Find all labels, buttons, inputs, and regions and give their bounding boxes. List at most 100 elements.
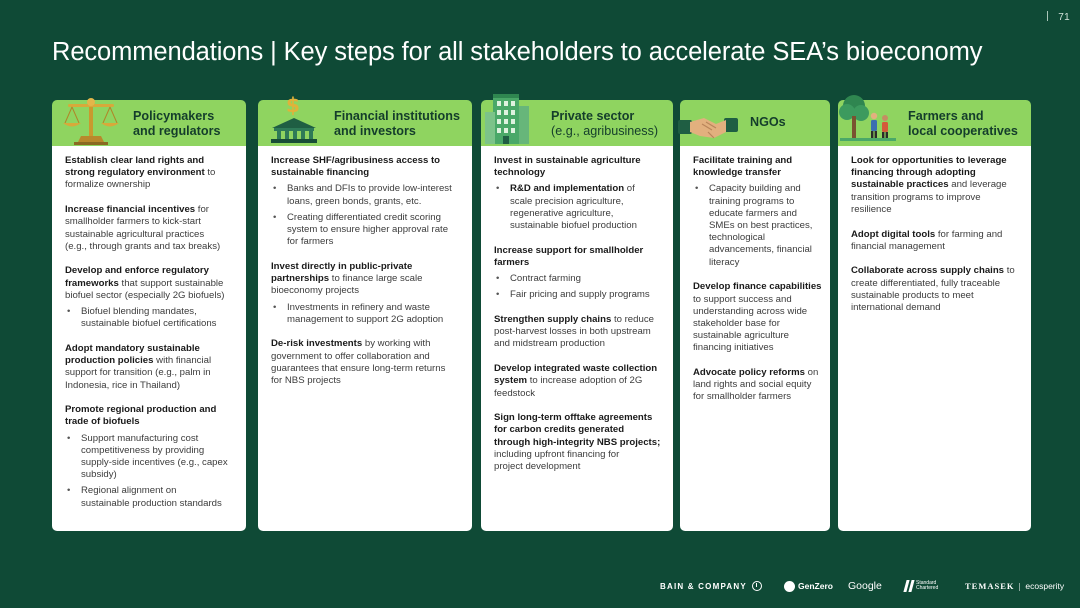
bold-text: knowledge transfer xyxy=(693,167,781,179)
text-line: land rights and social equity xyxy=(693,379,820,391)
text-line: production policies with financial xyxy=(65,355,236,367)
bullet-line: Creating differentiated credit scoring xyxy=(287,211,441,223)
regular-text: bioeconomy projects xyxy=(271,285,359,297)
text-line: guarantees that ensure long-term returns xyxy=(271,363,462,375)
text-line: trade of biofuels xyxy=(65,416,236,428)
regular-text: sustainable products to meet xyxy=(851,289,974,301)
regular-text: to finance large scale xyxy=(329,273,423,285)
bain-logo: BAIN & COMPANY xyxy=(660,576,762,596)
text-line: create differentiated, fully traceable xyxy=(851,278,1021,290)
bold-text: frameworks xyxy=(65,277,119,289)
regular-text: government to offer collaboration and xyxy=(271,350,430,362)
google-logo: Google xyxy=(848,580,882,592)
text-line: Establish clear land rights and xyxy=(65,155,236,167)
bullet-line: Capacity building and xyxy=(709,183,801,195)
text-line: (e.g., through grants and tax breaks) xyxy=(65,241,236,253)
header-line: Policymakers xyxy=(133,109,215,123)
bold-text: technology xyxy=(494,167,546,179)
text-line: Adopt digital tools for farming and xyxy=(851,229,1021,241)
text-line: government to offer collaboration and xyxy=(271,351,462,363)
regular-text: financial management xyxy=(851,240,945,252)
bullet-line: sustainable production standards xyxy=(81,497,222,509)
handshake-icon xyxy=(678,108,738,147)
bold-text: Promote regional production and xyxy=(65,404,217,416)
header-line: and investors xyxy=(334,124,416,138)
farmers-tree-icon xyxy=(838,92,898,149)
bullet-line: competitiveness by providing xyxy=(81,444,205,456)
regular-text: formalize ownership xyxy=(65,179,151,191)
bullet-line: scale precision agriculture, xyxy=(510,195,624,207)
text-line: to support success and xyxy=(693,294,820,306)
page-title: Recommendations | Key steps for all stak… xyxy=(52,38,983,66)
text-line: Indonesia, rice in Thailand) xyxy=(65,380,236,392)
bullet-line: literacy xyxy=(709,256,740,268)
office-building-icon xyxy=(483,90,531,151)
temasek-logo: TEMASEK | ecosperity xyxy=(965,581,1065,591)
bold-text: farmers xyxy=(494,256,530,268)
bold-text: Invest in sustainable agriculture xyxy=(494,155,641,166)
bullet-line: Fair pricing and supply programs xyxy=(510,289,650,301)
regular-text: Indonesia, rice in Thailand) xyxy=(65,379,181,391)
bullet-line: Banks and DFIs to provide low-interest xyxy=(287,183,452,195)
header-line: local cooperatives xyxy=(908,124,1018,138)
bold-text: Develop and enforce regulatory xyxy=(65,265,209,277)
regular-text: post-harvest losses in both upstream xyxy=(494,326,651,338)
bold-text: Look for opportunities to leverage xyxy=(851,155,1007,166)
bold-text: sustainable financing xyxy=(271,167,370,179)
bold-text: Invest directly in public-private xyxy=(271,260,413,272)
regular-text: on xyxy=(804,367,819,379)
bullet-line: for farmers xyxy=(287,236,334,248)
regular-text: to xyxy=(1004,265,1015,277)
text-line: sustainable agricultural practices xyxy=(65,229,236,241)
regular-text: support for transition (e.g., palm in xyxy=(65,367,211,379)
bullet-line: subsidy) xyxy=(81,469,117,481)
text-line: post-harvest losses in both upstream xyxy=(494,326,663,338)
bold-text: Collaborate across supply chains xyxy=(851,265,1005,277)
text-line: through high-integrity NBS projects; xyxy=(494,437,663,449)
text-line: sustainable financing xyxy=(271,167,462,179)
text-line: financing initiatives xyxy=(693,342,820,354)
genzero-mark-icon xyxy=(784,580,795,592)
text-line: system to increase adoption of 2G xyxy=(494,375,663,387)
text-line: biofuel sector (especially 2G biofuels) xyxy=(65,290,236,302)
regular-text: for NBS projects xyxy=(271,375,341,387)
bullet-item: Investments in refinery and wastemanagem… xyxy=(271,302,462,326)
bold-text: Develop integrated waste collection xyxy=(494,363,658,375)
text-line: Adopt mandatory sustainable xyxy=(65,343,236,355)
regular-text: by working with xyxy=(362,338,431,350)
regular-text: biofuel sector (especially 2G biofuels) xyxy=(65,289,225,301)
bullet-item: Biofuel blending mandates,sustainable bi… xyxy=(65,306,236,330)
text-line: Invest in sustainable agriculture xyxy=(494,155,663,167)
text-line: Invest directly in public-private xyxy=(271,261,462,273)
bullet-line: Contract farming xyxy=(510,273,581,285)
bullet-line: R&D and implementation of xyxy=(510,183,663,195)
regular-text: land rights and social equity xyxy=(693,379,812,391)
header-line: NGOs xyxy=(750,115,786,129)
regular-text: to xyxy=(204,167,216,179)
bullet-line: system to ensure higher approval rate xyxy=(287,224,449,236)
text-line: farmers xyxy=(494,257,663,269)
bullet-line: management to support 2G adoption xyxy=(287,313,444,325)
regular-text: for xyxy=(195,204,209,216)
regular-text: transition programs to improve xyxy=(851,191,981,203)
regular-text: sustainable agriculture xyxy=(693,330,789,342)
regular-text: stakeholder base for xyxy=(693,317,780,329)
bullet-line: regenerative agriculture, xyxy=(510,207,614,219)
standard-chartered-logo: Standard Chartered xyxy=(903,576,940,596)
regular-text: understanding across wide xyxy=(693,305,808,317)
bold-text: financing through adopting xyxy=(851,167,976,179)
text-line: financial management xyxy=(851,241,1021,253)
text-line: financing through adopting xyxy=(851,167,1021,179)
text-line: smallholder farmers to kick-start xyxy=(65,216,236,228)
regular-text: to support success and xyxy=(693,293,792,305)
